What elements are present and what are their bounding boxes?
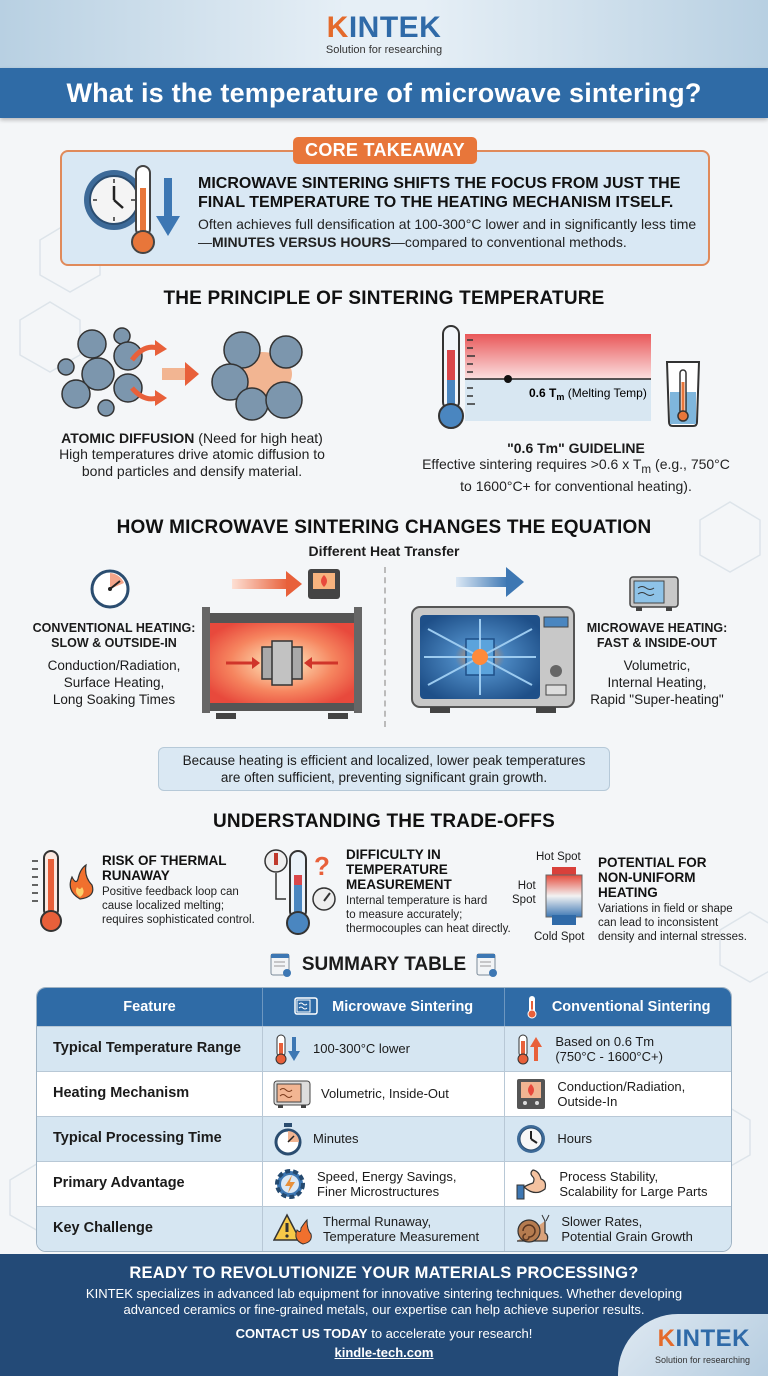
tradeoffs-heading: UNDERSTANDING THE TRADE-OFFS: [213, 810, 555, 832]
warning-flame-icon: [273, 1213, 312, 1245]
cold-spot-label: Cold Spot: [534, 930, 585, 943]
principle-heading: THE PRINCIPLE OF SINTERING TEMPERATURE: [163, 288, 605, 309]
table-row: Heating Mechanism Volumetric, Inside-Out…: [37, 1070, 731, 1116]
table-row: Typical Temperature Range 100-300°C lowe…: [37, 1025, 731, 1071]
svg-text:?: ?: [314, 851, 330, 881]
thermometer-down-icon: [275, 1034, 300, 1065]
atomic-diffusion-body: High temperatures drive atomic diffusion…: [59, 446, 325, 479]
heating-subheading: Different Heat Transfer: [308, 542, 460, 559]
footer-kintek-logo[interactable]: KINTEK Solution for researching: [618, 1314, 768, 1376]
microwave-icon: [294, 997, 318, 1015]
footer-body: KINTEK specializes in advanced lab equip…: [85, 1286, 683, 1317]
microwave-heating-text: MICROWAVE HEATING: FAST & INSIDE-OUT Vol…: [586, 620, 728, 707]
thermometer-flame-icon: [32, 849, 94, 932]
website-link[interactable]: kindle-tech.com: [334, 1345, 434, 1360]
hot-cold-spot-icon: [545, 866, 583, 925]
microwave-icon: [629, 576, 679, 611]
hot-spot-top-label: Hot Spot: [536, 850, 581, 863]
clock-icon: [517, 1124, 546, 1153]
footer-heading: READY TO REVOLUTIONIZE YOUR MATERIALS PR…: [129, 1264, 639, 1282]
tradeoffs-section: UNDERSTANDING THE TRADE-OFFS RISK OF THE…: [0, 811, 768, 947]
core-headline: MICROWAVE SINTERING SHIFTS THE FOCUS FRO…: [198, 174, 681, 211]
column-header-feature: Feature: [37, 987, 263, 1026]
snail-icon: [517, 1214, 550, 1243]
stopwatch-icon: [274, 1122, 302, 1156]
clock-thermometer-down-arrow-icon: [84, 165, 180, 254]
atomic-diffusion-card: ATOMIC DIFFUSION (Need for high heat) Hi…: [0, 322, 384, 495]
principle-section: THE PRINCIPLE OF SINTERING TEMPERATURE: [0, 288, 768, 495]
table-header-row: Feature Microwave Sintering Conventional…: [37, 987, 731, 1026]
gear-lightning-icon: [275, 1168, 305, 1199]
core-body: Often achieves full densification at 100…: [198, 215, 697, 250]
gauge-timer-icon: [90, 569, 130, 609]
table-row: Primary Advantage Speed, Energy Savings,…: [37, 1160, 731, 1206]
atomic-diffusion-title: ATOMIC DIFFUSION (Need for high heat): [61, 430, 323, 446]
core-takeaway-box: CORE TAKEAWAY MICROWAVE SINTERING SHIFTS…: [60, 137, 710, 266]
column-header-conventional: Conventional Sintering: [505, 987, 731, 1026]
footer-cta-text: CONTACT US TODAY to accelerate your rese…: [235, 1326, 533, 1341]
conventional-furnace-illustration: [202, 568, 362, 719]
temperature-measurement-text: DIFFICULTY IN TEMPERATURE MEASUREMENT In…: [346, 846, 511, 935]
thermometer-melting-chart-icon: 0.6 Tm (Melting Temp): [438, 325, 701, 429]
thermometer-icon: [527, 995, 537, 1019]
table-row: Typical Processing Time Minutes Hours: [37, 1115, 731, 1161]
thermometer-up-icon: [517, 1034, 543, 1065]
melting-guideline-card: 0.6 Tm (Melting Temp): [384, 322, 768, 495]
summary-heading: SUMMARY TABLE: [301, 953, 467, 975]
conventional-heating-text: CONVENTIONAL HEATING: SLOW & OUTSIDE-IN …: [32, 620, 196, 707]
checklist-document-icon: [270, 953, 291, 977]
logo-tagline: Solution for researching: [325, 43, 443, 56]
svg-text:0.6 Tm (Melting Temp): 0.6 Tm (Melting Temp): [529, 386, 647, 402]
header: KINTEK Solution for researching: [0, 0, 768, 68]
core-takeaway-badge: CORE TAKEAWAY: [293, 137, 477, 164]
flexed-arm-icon: [516, 1169, 547, 1200]
summary-table: Feature Microwave Sintering Conventional…: [36, 986, 732, 1252]
particle-diffusion-icon: [57, 327, 303, 421]
furnace-icon: [517, 1078, 546, 1109]
column-header-microwave: Microwave Sintering: [263, 987, 506, 1026]
divider: [384, 566, 386, 727]
checklist-document-icon: [476, 953, 498, 977]
thermometer-question-gauge-icon: ?: [264, 849, 336, 935]
guideline-title: "0.6 Tm" GUIDELINE: [507, 440, 645, 456]
microwave-oven-icon: [273, 1080, 311, 1108]
kintek-logo[interactable]: KINTEK Solution for researching: [325, 10, 443, 56]
heating-note: Because heating is efficient and localiz…: [158, 746, 610, 791]
table-row: Key Challenge Thermal Runaway,Temperatur…: [37, 1205, 731, 1251]
heating-section: HOW MICROWAVE SINTERING CHANGES THE EQUA…: [0, 517, 768, 791]
thermal-runaway-text: RISK OF THERMAL RUNAWAY Positive feedbac…: [102, 852, 255, 926]
guideline-body: Effective sintering requires >0.6 x Tm (…: [422, 456, 730, 494]
non-uniform-heating-text: POTENTIAL FOR NON-UNIFORM HEATING Variat…: [598, 854, 747, 943]
title-bar: What is the temperature of microwave sin…: [0, 68, 768, 118]
footer-cta: READY TO REVOLUTIONIZE YOUR MATERIALS PR…: [0, 1254, 768, 1376]
summary-section: SUMMARY TABLE Feature Microwave Sinterin…: [0, 953, 768, 1252]
heating-heading: HOW MICROWAVE SINTERING CHANGES THE EQUA…: [116, 516, 652, 538]
microwave-oven-illustration: [411, 566, 575, 713]
page-title: What is the temperature of microwave sin…: [66, 77, 702, 108]
logo-wordmark: KINTEK: [326, 10, 442, 44]
